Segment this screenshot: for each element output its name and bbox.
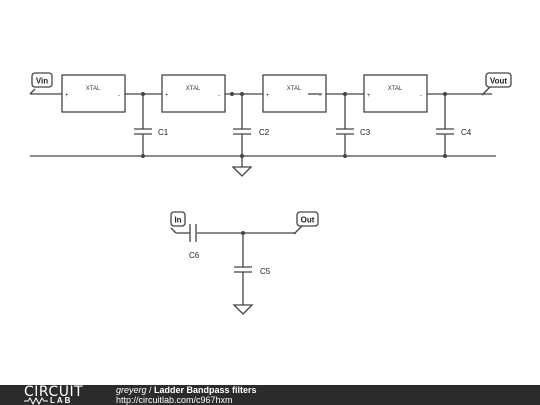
crystal-x2-label: XTAL — [186, 86, 201, 92]
out-port[interactable]: Out — [293, 211, 319, 235]
capacitor-c6-label: C6 — [189, 251, 200, 260]
capacitor-c1[interactable]: C1 — [134, 94, 169, 156]
crystal-x1-pin-minus: - — [118, 93, 120, 99]
schematic-canvas: Vin Vout XTAL + - XTAL + - XTAL + - — [29, 72, 512, 315]
logo-resistor-icon — [24, 397, 48, 405]
crystal-x3-pin-plus: + — [266, 93, 270, 99]
crystal-x1-label: XTAL — [86, 86, 101, 92]
ground-symbol-bottom — [232, 304, 254, 315]
crystal-x2-pin-minus: - — [218, 93, 220, 99]
crystal-x4[interactable]: XTAL + - — [363, 74, 428, 113]
crystal-x2-pin-plus: + — [165, 93, 169, 99]
crystal-x3[interactable]: XTAL + - — [262, 74, 327, 113]
capacitor-c5-label: C5 — [260, 267, 271, 276]
logo-wordmark-bottom: LAB — [50, 396, 73, 405]
crystal-x4-pin-minus: - — [420, 93, 422, 99]
capacitor-c4[interactable]: C4 — [436, 94, 472, 156]
vout-port-label: Vout — [490, 77, 508, 86]
circuit-url-link[interactable]: http://circuitlab.com/c967hxm — [116, 395, 233, 405]
capacitor-c3[interactable]: C3 — [336, 94, 371, 156]
crystal-x1[interactable]: XTAL + - — [61, 74, 126, 113]
capacitor-c1-label: C1 — [158, 128, 169, 137]
capacitor-c3-label: C3 — [360, 128, 371, 137]
circuitlab-logo[interactable]: CIRCUIT LAB — [2, 385, 94, 405]
crystal-x3-label: XTAL — [287, 86, 302, 92]
network-junction-dot — [241, 231, 245, 235]
capacitor-c2[interactable]: C2 — [233, 94, 270, 156]
junction-dots — [141, 92, 447, 158]
circuit-credit: greyerg / Ladder Bandpass filters — [116, 385, 257, 395]
credit-separator: / — [146, 385, 155, 395]
capacitor-c6[interactable]: C6 — [189, 224, 200, 260]
capacitor-c4-label: C4 — [461, 128, 472, 137]
circuit-title: Ladder Bandpass filters — [154, 385, 257, 395]
vout-port[interactable]: Vout — [481, 72, 512, 96]
matching-network-circuit: In Out C6 C5 — [170, 211, 319, 315]
crystal-x2[interactable]: XTAL + - — [161, 74, 226, 113]
ground-symbol-top — [231, 156, 253, 177]
crystal-x3-pin-minus: - — [319, 93, 321, 99]
crystal-x4-label: XTAL — [388, 86, 403, 92]
in-port-label: In — [174, 216, 181, 225]
in-port[interactable]: In — [170, 211, 186, 234]
ladder-filter-circuit: Vin Vout XTAL + - XTAL + - XTAL + - — [29, 72, 512, 177]
capacitor-c5[interactable]: C5 — [234, 233, 271, 305]
out-port-label: Out — [301, 216, 315, 225]
logo-wordmark-top: CIRCUIT — [24, 384, 84, 400]
capacitor-c2-label: C2 — [259, 128, 270, 137]
author-name[interactable]: greyerg — [116, 385, 147, 395]
crystal-x1-pin-plus: + — [65, 93, 69, 99]
crystal-x4-pin-plus: + — [367, 93, 371, 99]
vin-port-label: Vin — [36, 77, 48, 86]
vin-port[interactable]: Vin — [29, 72, 53, 95]
footer-bar: CIRCUIT LAB greyerg / Ladder Bandpass fi… — [0, 385, 540, 405]
